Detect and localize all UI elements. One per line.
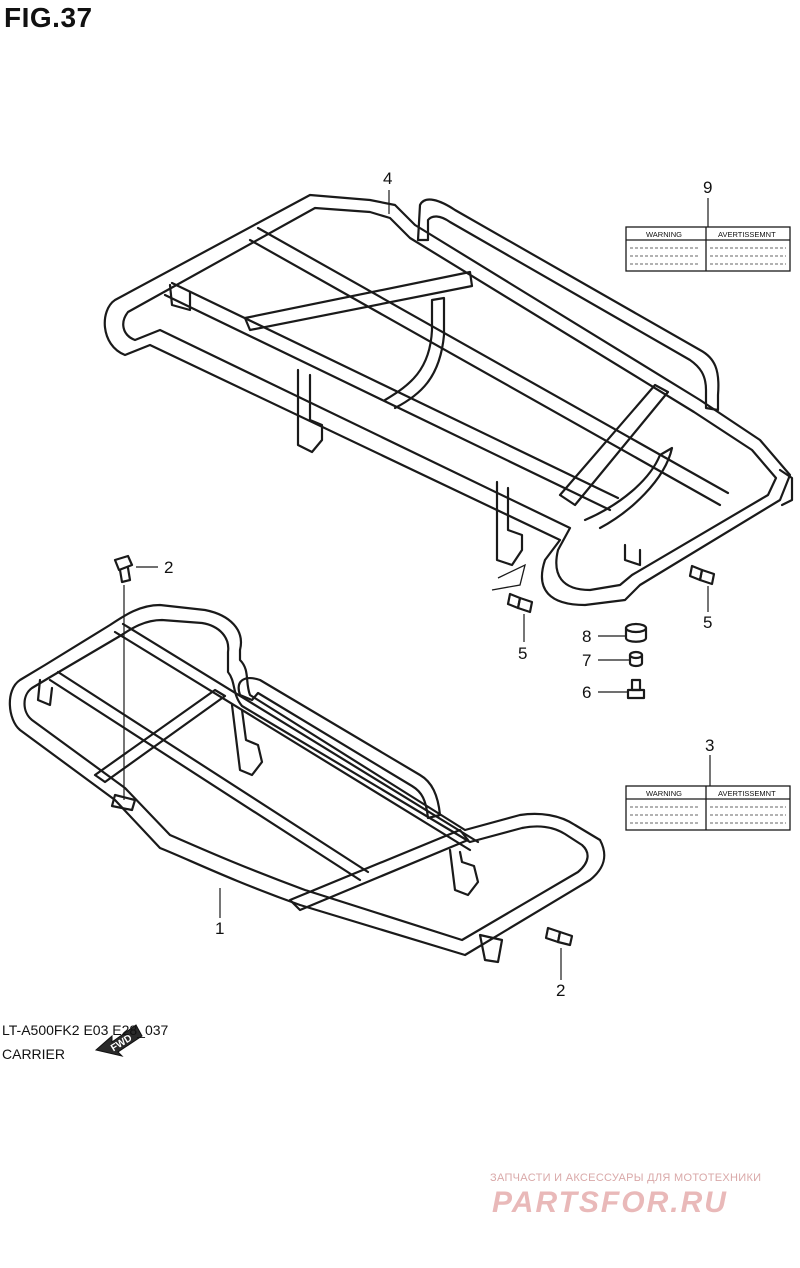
callout-4: 4 bbox=[383, 169, 392, 188]
cushion-part-8[interactable] bbox=[624, 622, 648, 643]
front-carrier-part-1[interactable] bbox=[8, 603, 606, 964]
figure-caption: CARRIER bbox=[2, 1046, 66, 1062]
label-3-avertissement-text: AVERTISSEMNT bbox=[718, 789, 776, 798]
bolt-part-2-lower[interactable] bbox=[544, 926, 574, 947]
callout-2-upper: 2 bbox=[164, 558, 173, 577]
callout-3: 3 bbox=[705, 736, 714, 755]
callout-7: 7 bbox=[582, 651, 591, 670]
collar-part-7[interactable] bbox=[628, 650, 644, 668]
warning-label-part-3[interactable]: WARNING AVERTISSEMNT bbox=[625, 785, 791, 831]
callout-8: 8 bbox=[582, 627, 591, 646]
bolt-part-5-left[interactable] bbox=[506, 592, 534, 614]
model-code: LT-A500FK2 E03 E28_037 bbox=[2, 1022, 169, 1038]
bolt-part-2-upper[interactable] bbox=[113, 554, 134, 800]
label-3-warning-text: WARNING bbox=[646, 789, 682, 798]
callout-5-left: 5 bbox=[518, 644, 527, 663]
warning-label-part-9[interactable]: WARNING AVERTISSEMNT bbox=[625, 226, 791, 272]
callout-9: 9 bbox=[703, 178, 712, 197]
rear-carrier-part-4[interactable] bbox=[103, 193, 794, 607]
watermark-subtitle: ЗАПЧАСТИ И АКСЕССУАРЫ ДЛЯ МОТОТЕХНИКИ bbox=[490, 1172, 762, 1184]
callout-5-right: 5 bbox=[703, 613, 712, 632]
callout-2-lower: 2 bbox=[556, 981, 565, 1000]
label-9-warning-text: WARNING bbox=[646, 230, 682, 239]
bolt-part-6[interactable] bbox=[626, 678, 646, 700]
callout-1: 1 bbox=[215, 919, 224, 938]
figure-title: FIG.37 bbox=[4, 2, 93, 33]
label-9-avertissement-text: AVERTISSEMNT bbox=[718, 230, 776, 239]
callout-6: 6 bbox=[582, 683, 591, 702]
watermark-logo: PARTSFOR.RU bbox=[492, 1186, 728, 1219]
bolt-part-5-right[interactable] bbox=[688, 564, 716, 586]
